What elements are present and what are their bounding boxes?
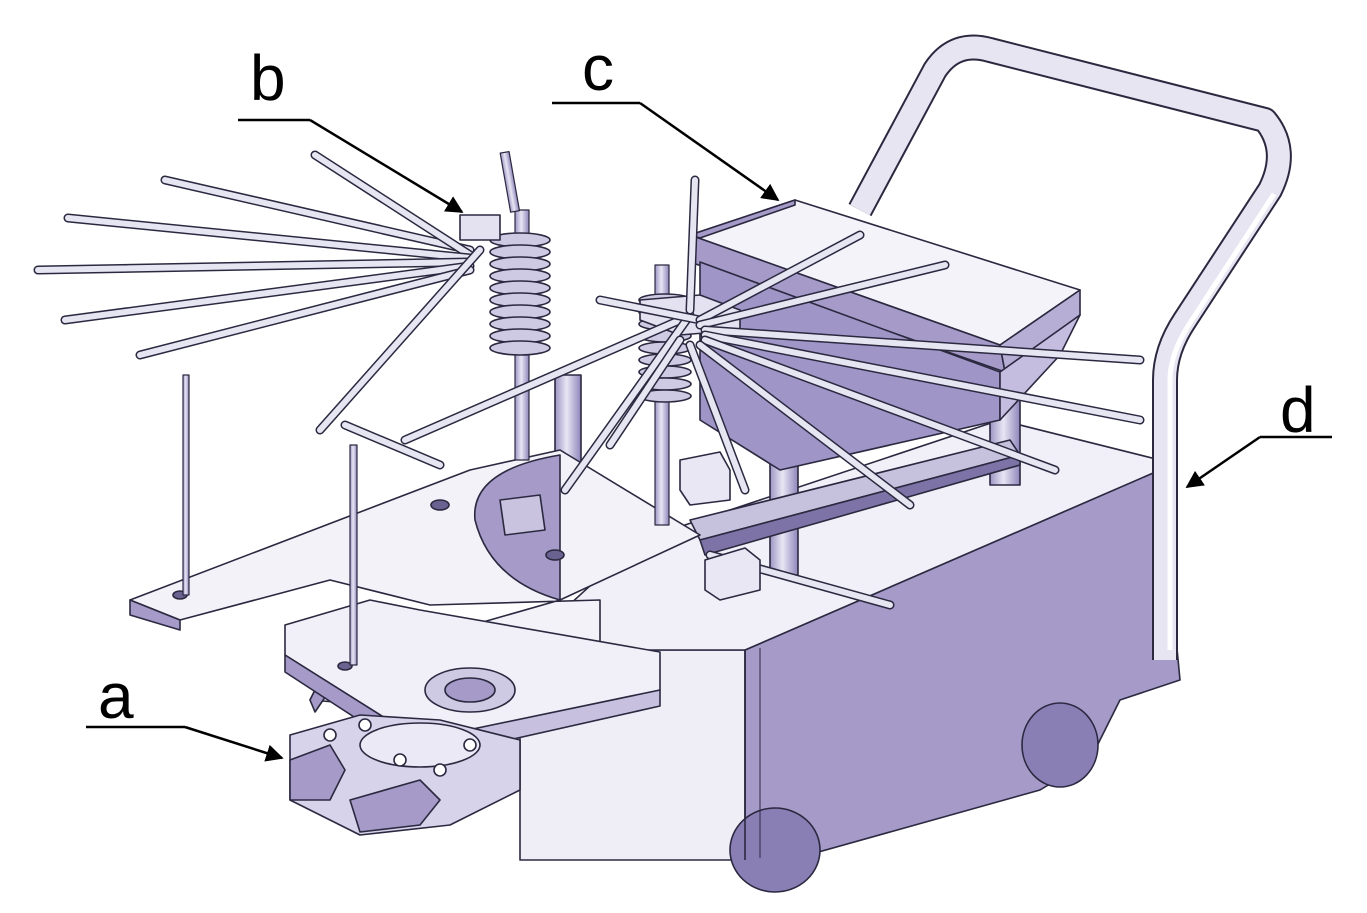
slider-blocks [499, 451, 761, 601]
base-plate [129, 449, 701, 761]
cart-handle [848, 34, 1292, 660]
callout-leaders [86, 101, 1332, 762]
spring-stack-b [459, 214, 551, 356]
callout-label-d: d [1280, 374, 1316, 446]
callout-label-b: b [250, 42, 286, 114]
callout-label-c: c [582, 32, 614, 104]
rods-right-fan [340, 175, 1145, 610]
rods-left-fan [33, 150, 485, 435]
callout-label-a: a [98, 660, 134, 732]
gripper-a [289, 667, 521, 836]
